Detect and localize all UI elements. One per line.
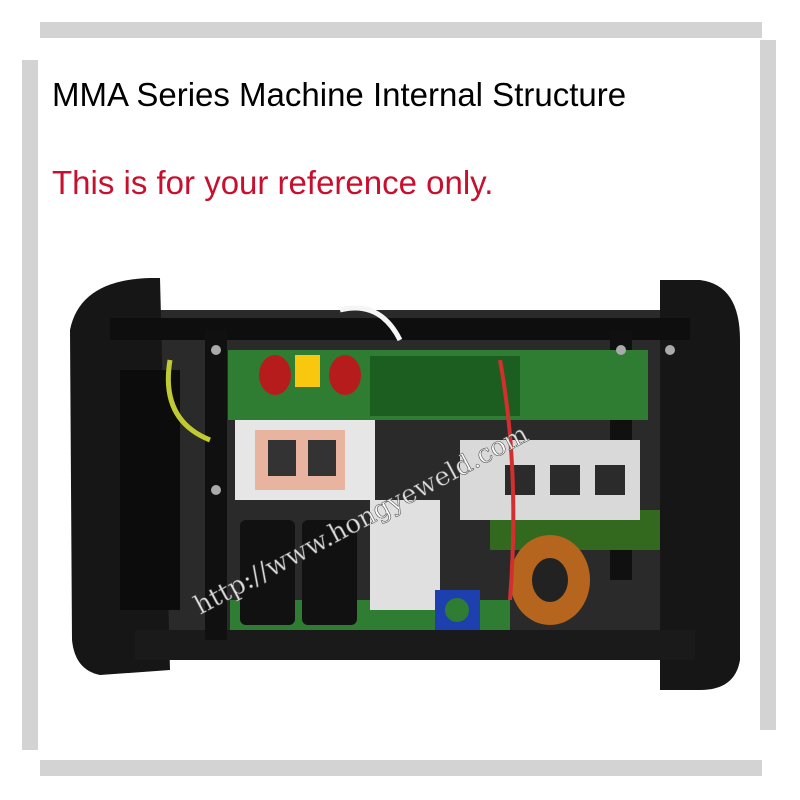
transistor (268, 440, 296, 476)
screw (211, 345, 221, 355)
capacitor (302, 520, 357, 625)
frame-left-bar (22, 60, 38, 750)
frame-top-bar (40, 22, 762, 38)
frame-bottom-bar (40, 760, 762, 776)
right-side-panel (660, 280, 740, 690)
transformer (370, 500, 440, 610)
transistor (308, 440, 336, 476)
inductor-core (532, 558, 568, 602)
screw (211, 485, 221, 495)
film-capacitor (329, 355, 361, 395)
top-frame-rail (110, 318, 690, 340)
left-fan-housing (120, 370, 180, 610)
page-title: MMA Series Machine Internal Structure (52, 76, 627, 113)
yellow-capacitor (295, 355, 320, 387)
screw (616, 345, 626, 355)
welding-machine-photo: http://www.hongyeweld.com (70, 278, 740, 690)
film-capacitor (259, 355, 291, 395)
control-pcb (370, 356, 520, 416)
transistor (595, 465, 625, 495)
red-wire (498, 359, 516, 601)
reference-note: This is for your reference only. (52, 164, 494, 201)
transistor (550, 465, 580, 495)
capacitor (240, 520, 295, 625)
frame-right-bar (760, 40, 776, 730)
yellow-green-wire (165, 359, 211, 443)
screw (665, 345, 675, 355)
transistor (505, 465, 535, 495)
bottom-base (135, 630, 695, 660)
potentiometer-knob (445, 598, 469, 622)
white-wire (339, 305, 403, 342)
